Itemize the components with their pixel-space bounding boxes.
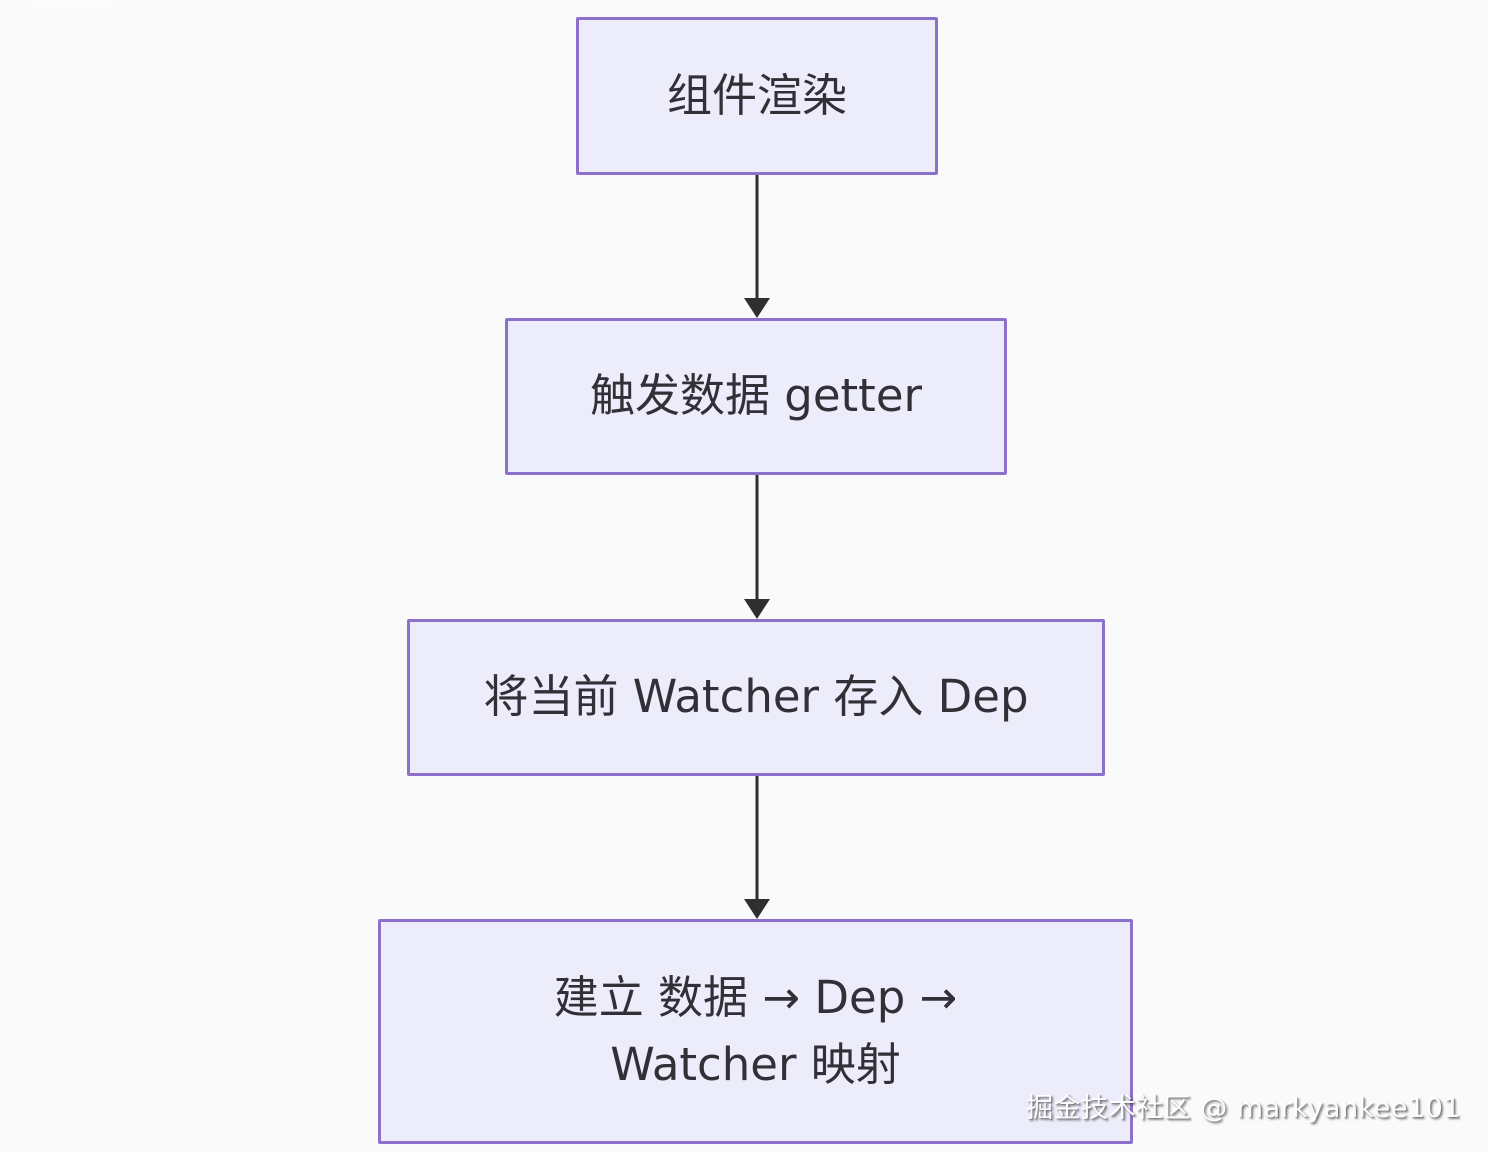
node-trigger-data-getter: 触发数据 getter bbox=[505, 318, 1007, 475]
arrow-head-icon bbox=[744, 298, 770, 318]
arrow-line bbox=[755, 475, 759, 613]
node-label: 建立 数据 → Dep → Watcher 映射 bbox=[544, 965, 968, 1098]
node-label-line-1: 建立 数据 → Dep → bbox=[553, 970, 958, 1024]
watermark: 掘金技术社区 @ markyankee101 bbox=[1026, 1093, 1461, 1124]
node-label: 触发数据 getter bbox=[589, 369, 923, 423]
edge-arrow-3 bbox=[741, 776, 773, 919]
arrow-line bbox=[755, 776, 759, 913]
top-edge-artifact bbox=[32, 0, 112, 7]
node-label-line-2: Watcher 映射 bbox=[610, 1037, 901, 1091]
edge-arrow-1 bbox=[741, 175, 773, 318]
node-build-mapping: 建立 数据 → Dep → Watcher 映射 bbox=[378, 919, 1133, 1144]
arrow-head-icon bbox=[744, 899, 770, 919]
edge-arrow-2 bbox=[741, 475, 773, 619]
node-label: 组件渲染 bbox=[666, 68, 847, 122]
arrow-head-icon bbox=[744, 599, 770, 619]
node-label: 将当前 Watcher 存入 Dep bbox=[483, 670, 1029, 724]
node-store-watcher-in-dep: 将当前 Watcher 存入 Dep bbox=[407, 619, 1105, 776]
arrow-line bbox=[755, 175, 759, 312]
node-component-render: 组件渲染 bbox=[576, 17, 938, 175]
